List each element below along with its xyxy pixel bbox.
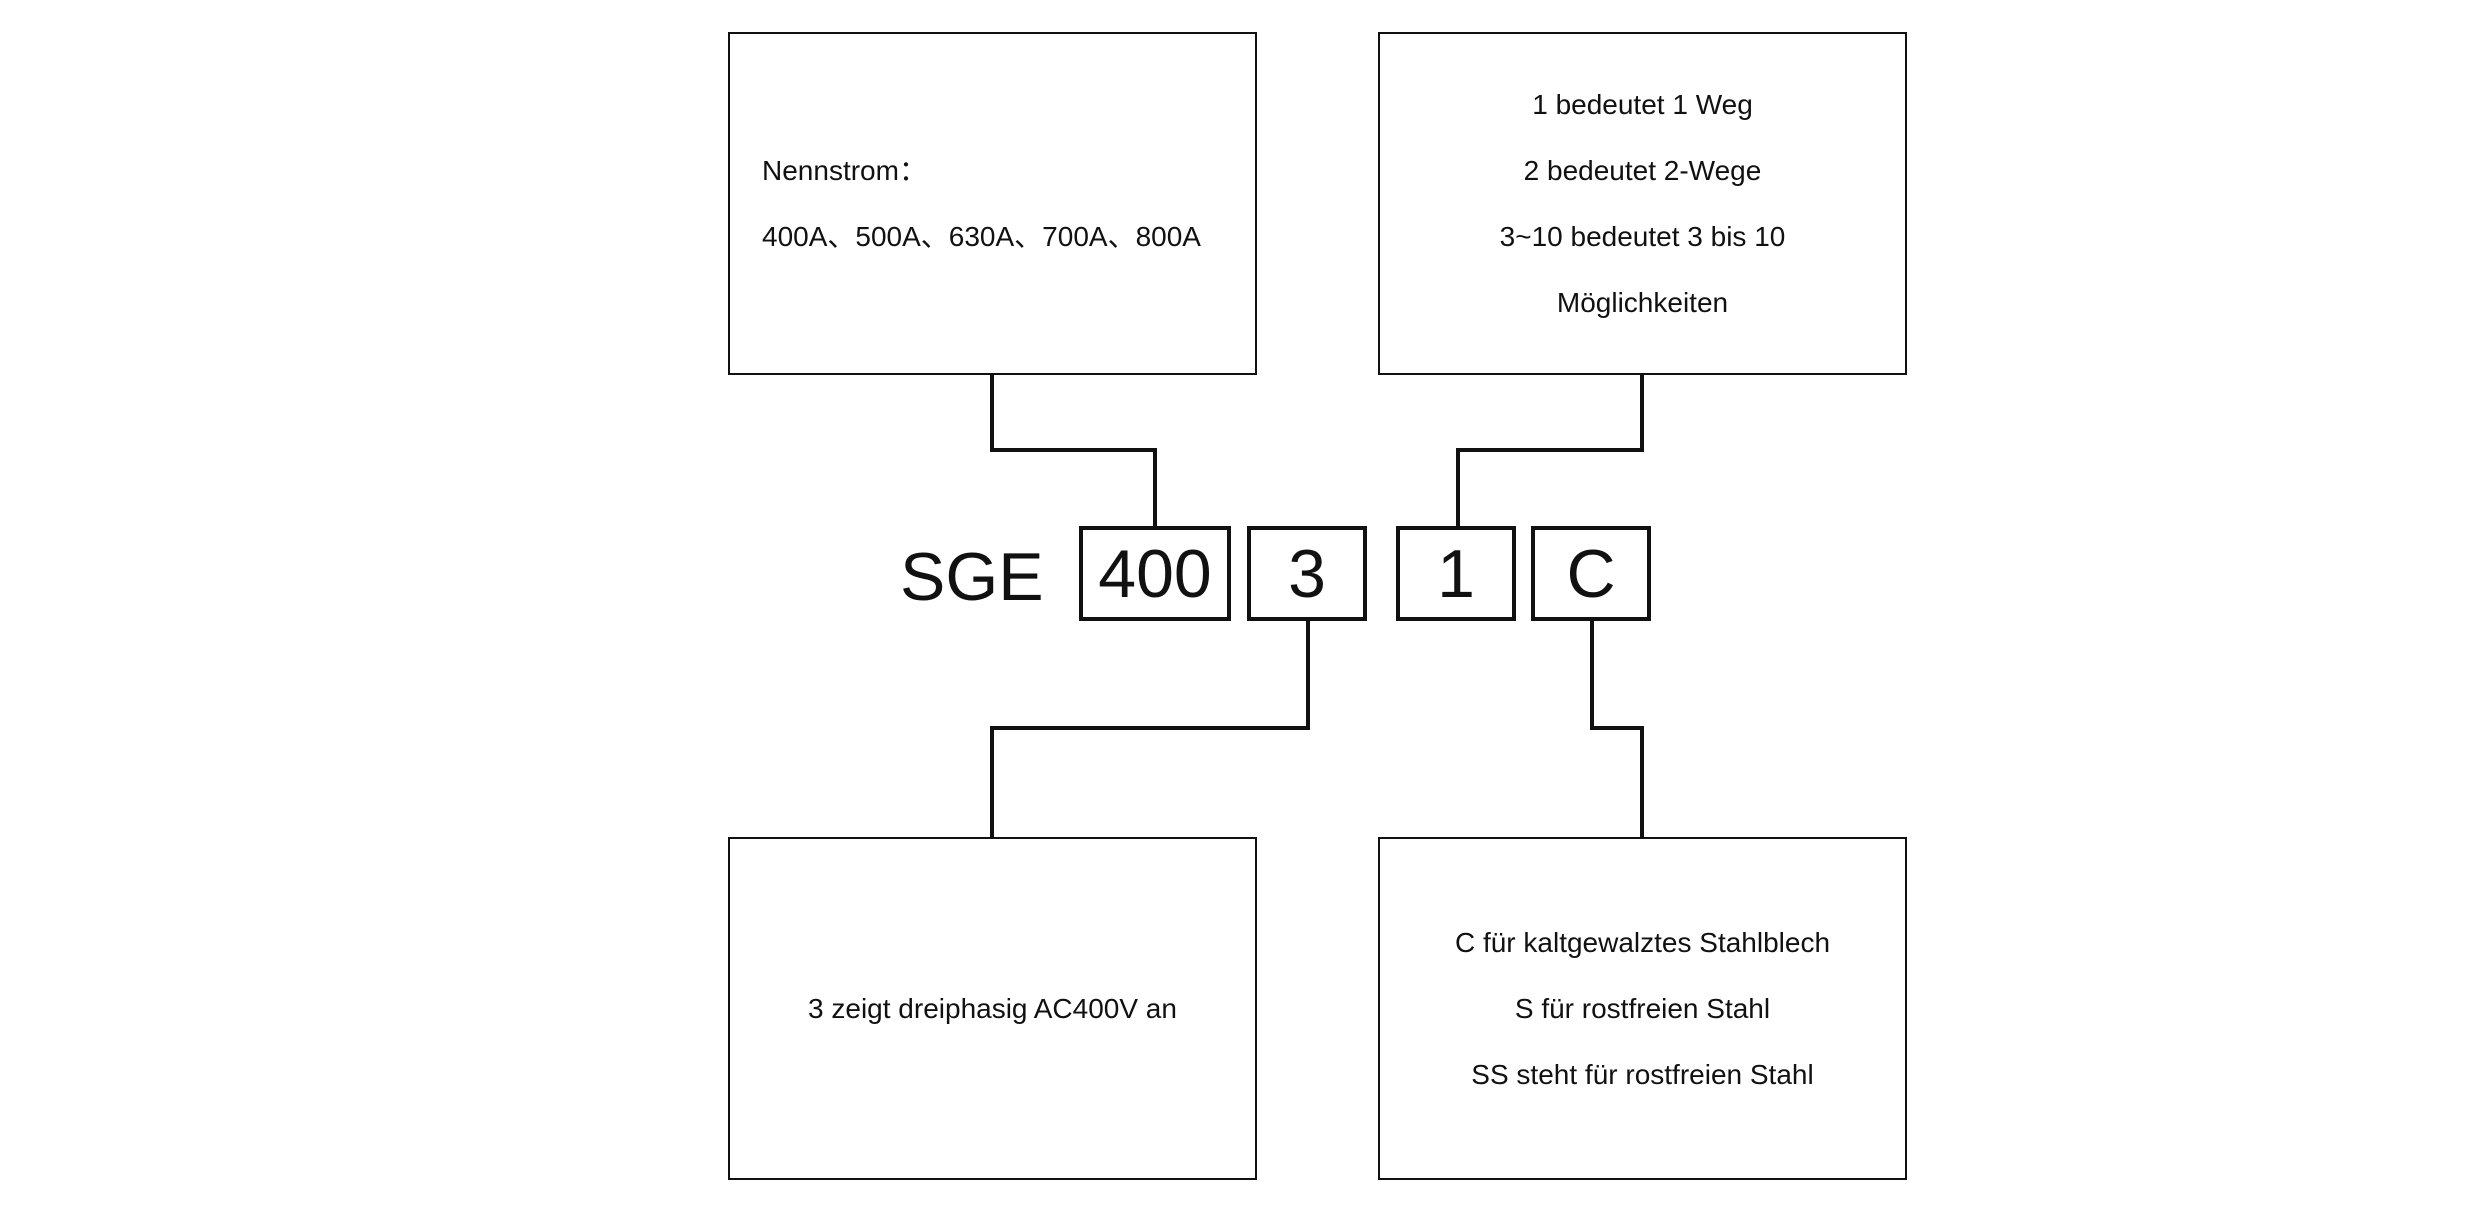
material-line: C für kaltgewalztes Stahlblech	[1454, 926, 1831, 958]
material-line: S für rostfreien Stahl	[1514, 992, 1771, 1024]
code-box-material: C	[1531, 526, 1651, 621]
material-line: SS steht für rostfreien Stahl	[1471, 1058, 1814, 1090]
ways-description: 1 bedeutet 1 Weg 2 bedeutet 2-Wege 3~10 …	[1378, 32, 1907, 375]
model-prefix: SGE	[900, 539, 1044, 615]
connector-current	[990, 375, 1157, 526]
connector-ways	[1456, 375, 1644, 526]
material-description: C für kaltgewalztes Stahlblech S für ros…	[1378, 837, 1907, 1180]
rated-current-description: Nennstrom： 400A、500A、630A、700A、800A	[728, 32, 1257, 375]
ways-line: 1 bedeutet 1 Weg	[1532, 88, 1753, 120]
code-box-ways: 1	[1396, 526, 1516, 621]
rated-current-heading: Nennstrom：	[762, 154, 927, 186]
connector-material	[1590, 621, 1644, 837]
ways-line: 3~10 bedeutet 3 bis 10	[1499, 220, 1786, 252]
ways-line: Möglichkeiten	[1556, 286, 1729, 318]
ways-line: 2 bedeutet 2-Wege	[1523, 154, 1762, 186]
code-box-voltage: 3	[1247, 526, 1367, 621]
rated-current-options: 400A、500A、630A、700A、800A	[762, 220, 1201, 252]
voltage-description: 3 zeigt dreiphasig AC400V an	[728, 837, 1257, 1180]
code-box-current: 400	[1079, 526, 1231, 621]
voltage-line: 3 zeigt dreiphasig AC400V an	[808, 992, 1177, 1024]
connector-voltage	[990, 621, 1310, 837]
